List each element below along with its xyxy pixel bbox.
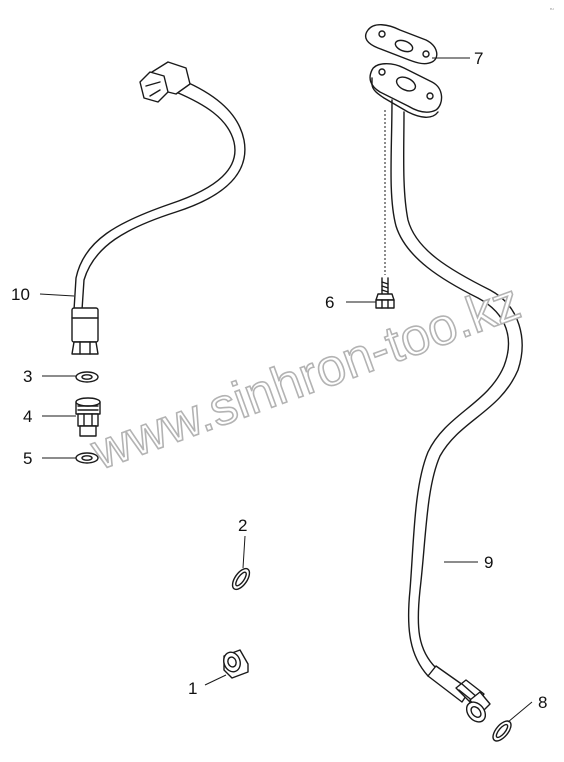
watermark-text: www.sinhron-too.kz (83, 273, 527, 482)
part-1-sleeve (223, 649, 249, 679)
callout-8: 8 (538, 693, 547, 712)
callout-6: 6 (325, 293, 334, 312)
part-10-feed-pipe (71, 61, 246, 355)
callout-5: 5 (23, 449, 32, 468)
callout-1: 1 (188, 679, 197, 698)
callout-2: 2 (238, 516, 247, 535)
part-7-gasket (364, 24, 438, 65)
leader-lines (39, 57, 533, 723)
part-9-return-pipe (369, 63, 523, 723)
part-4-union-adapter (75, 397, 101, 437)
callout-10: 10 (11, 285, 30, 304)
callout-3: 3 (23, 367, 32, 386)
part-6-flange-bolt (375, 110, 395, 309)
corner-mark: ru (550, 6, 554, 11)
callout-9: 9 (484, 553, 493, 572)
part-2-sealing-ring (231, 567, 251, 591)
callout-7: 7 (474, 49, 483, 68)
callout-4: 4 (23, 407, 32, 426)
part-3-washer (75, 371, 99, 383)
part-8-sealing-ring (492, 720, 512, 742)
